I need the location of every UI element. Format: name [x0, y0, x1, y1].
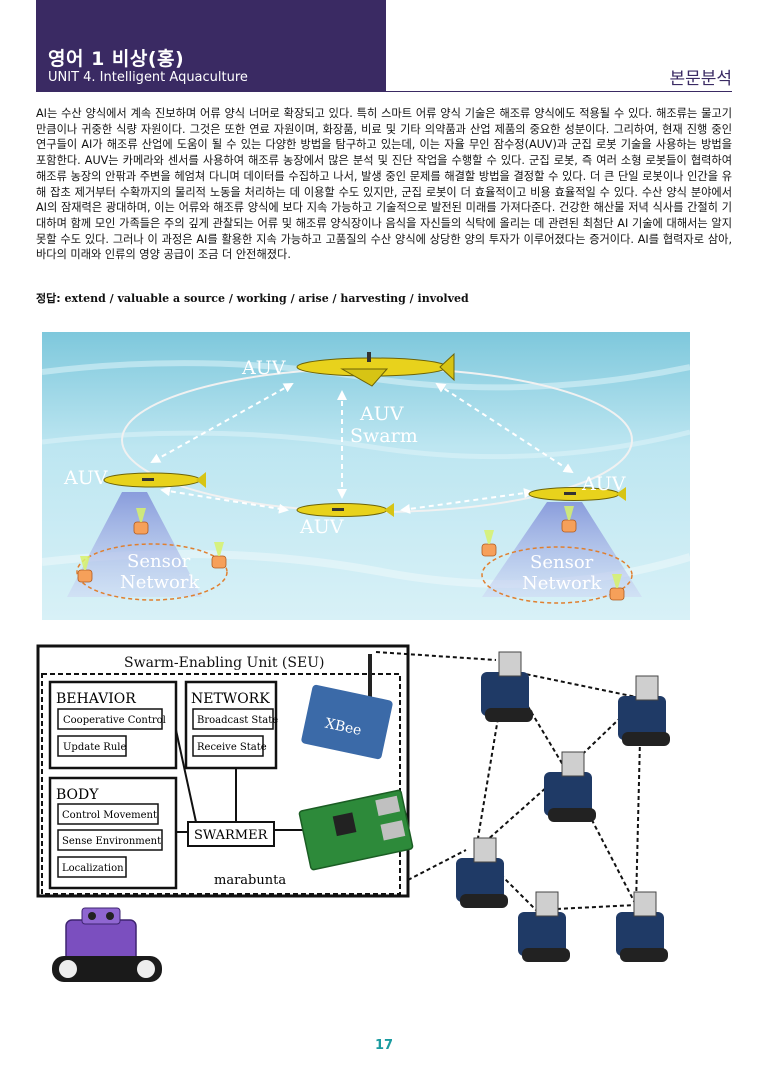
label-auv-right: AUV [581, 473, 626, 495]
answer-label: 정답: [36, 292, 61, 305]
robot-1 [481, 652, 533, 722]
section-tag: 본문분석 [669, 64, 732, 89]
body-paragraph: AI는 수산 양식에서 계속 진보하며 어류 양식 너머로 확장되고 있다. 특… [36, 106, 732, 263]
label-sensor-left-1: Sensor [127, 551, 191, 572]
robot-5 [518, 892, 570, 962]
label-sensor-right-2: Network [522, 573, 602, 594]
label-swarm-1: AUV [359, 403, 404, 425]
label-sensor-right-1: Sensor [530, 552, 594, 573]
body-item-1: Sense Environment [62, 836, 161, 847]
behavior-title: BEHAVIOR [56, 691, 136, 707]
swarmer-label: SWARMER [194, 828, 269, 843]
robot-6 [616, 892, 668, 962]
seu-diagram: Swarm-Enabling Unit (SEU) BEHAVIOR Coope… [36, 640, 731, 995]
network-item-1: Receive State [197, 742, 267, 753]
page-number: 17 [0, 1038, 768, 1053]
body-title: BODY [56, 787, 99, 803]
seu-footer: marabunta [214, 873, 286, 888]
purple-robot [52, 908, 162, 982]
answer-line: 정답: extend / valuable a source / working… [36, 290, 732, 306]
page-title: 영어 1 비상(홍) [48, 44, 184, 71]
behavior-item-0: Cooperative Control [63, 715, 166, 726]
robot-3 [544, 752, 596, 822]
behavior-item-1: Update Rule [63, 742, 126, 753]
header-rule [386, 91, 732, 92]
robot-2 [618, 676, 670, 746]
robot-4 [456, 838, 508, 908]
label-sensor-left-2: Network [120, 572, 200, 593]
answer-values: extend / valuable a source / working / a… [64, 292, 468, 305]
network-title: NETWORK [191, 691, 270, 707]
body-item-2: Localization [62, 863, 124, 874]
label-auv-center: AUV [299, 516, 344, 538]
seu-title: Swarm-Enabling Unit (SEU) [124, 655, 324, 671]
auv-swarm-figure: AUV AUV AUV AUV AUV Swarm Sensor Network… [42, 332, 690, 620]
network-item-0: Broadcast State [197, 715, 278, 726]
unit-title: UNIT 4. Intelligent Aquaculture [48, 70, 248, 85]
label-auv-left: AUV [63, 467, 108, 489]
label-swarm-2: Swarm [350, 425, 418, 447]
body-item-0: Control Movement [62, 810, 157, 821]
label-auv-top: AUV [241, 357, 286, 379]
